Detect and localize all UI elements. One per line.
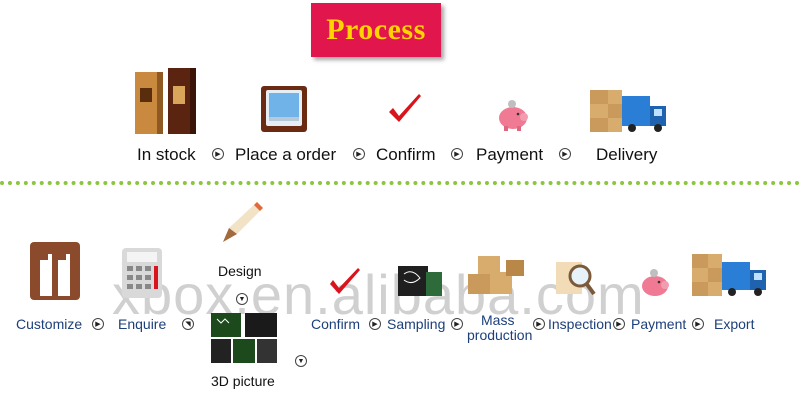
step-place-order: Place a order — [235, 145, 337, 164]
step-mass-line1: Mass — [481, 312, 515, 328]
step-enquire: Enquire — [118, 316, 167, 332]
step-in-stock: In stock — [137, 145, 196, 164]
bottles-box-icon — [30, 242, 80, 300]
piggy-bank-icon — [642, 269, 669, 296]
export-truck-icon — [692, 254, 766, 296]
dotted-divider — [0, 181, 800, 185]
arrow-right-icon: ▶ — [451, 318, 463, 330]
step-export: Export — [714, 316, 755, 332]
step-confirm: Confirm — [311, 316, 361, 332]
process-title: Process — [326, 13, 426, 46]
pencil-icon — [223, 202, 263, 242]
arrow-right-icon: ▶ — [369, 318, 381, 330]
step-customize: Customize — [16, 316, 83, 332]
tablet-order-icon — [261, 86, 307, 132]
process-title-box: Process — [311, 3, 441, 57]
step-design: Design — [218, 263, 262, 279]
calculator-icon — [122, 248, 162, 298]
arrow-right-icon: ▶ — [692, 318, 704, 330]
step-confirm: Confirm — [376, 145, 436, 164]
step-mass-line2: production — [467, 327, 533, 343]
sample-box-icon — [398, 266, 442, 296]
arrow-down-icon: ▼ — [295, 355, 307, 367]
arrow-right-icon: ▶ — [92, 318, 104, 330]
checkmark-icon — [330, 268, 360, 294]
step-delivery: Delivery — [596, 145, 658, 164]
step-3d-picture: 3D picture — [211, 373, 275, 389]
step-payment: Payment — [476, 145, 544, 164]
boxes-stack-icon — [468, 256, 524, 294]
arrow-right-icon: ▶ — [533, 318, 545, 330]
step-payment: Payment — [631, 316, 687, 332]
piggy-bank-icon — [499, 100, 528, 131]
arrow-right-icon: ▶ — [559, 148, 571, 160]
delivery-truck-icon — [590, 90, 666, 132]
3d-picture-icon — [211, 313, 277, 363]
checkmark-icon — [389, 94, 421, 122]
arrow-down-icon: ▼ — [236, 293, 248, 305]
watermark: xbox.en.alibaba.com — [112, 263, 645, 326]
magnifier-inspection-icon — [556, 262, 596, 296]
step-inspection: Inspection — [548, 316, 612, 332]
step-sampling: Sampling — [387, 316, 446, 332]
wine-box-icon — [135, 68, 196, 134]
arrow-right-icon: ▶ — [451, 148, 463, 160]
arrow-right-icon: ▶ — [212, 148, 224, 160]
arrow-right-icon: ▶ — [353, 148, 365, 160]
arrow-up-right-icon: ◥ — [182, 318, 194, 330]
arrow-right-icon: ▶ — [613, 318, 625, 330]
